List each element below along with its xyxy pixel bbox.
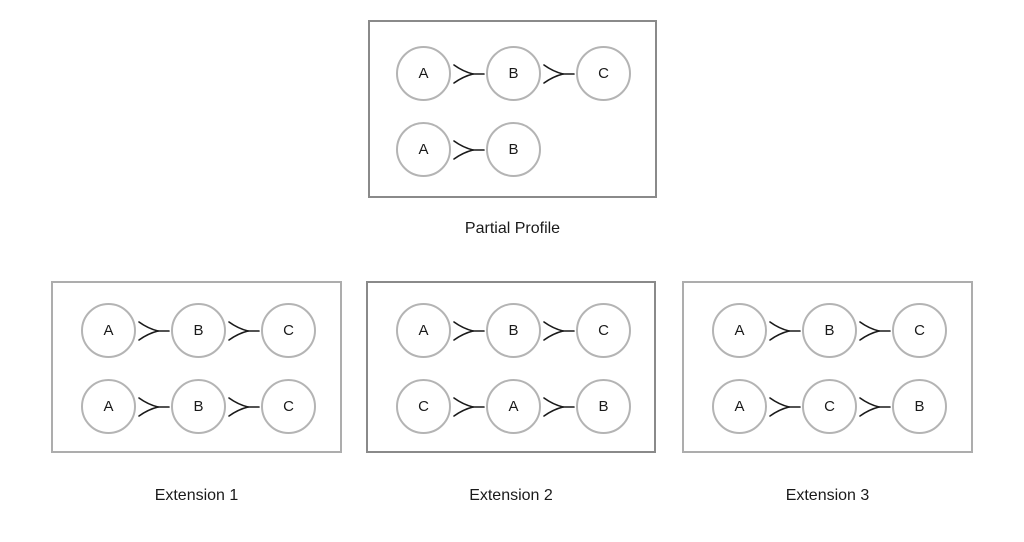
alternative-node-a: A — [396, 303, 451, 358]
succeeds-icon: ≻ — [543, 396, 575, 417]
partial-profile-caption: Partial Profile — [464, 220, 561, 237]
alternative-node-b: B — [171, 303, 226, 358]
partial-profile-group: A≻B≻CA≻B Partial Profile — [368, 20, 657, 238]
alternative-node-b: B — [486, 46, 541, 101]
alternative-node-c: C — [396, 379, 451, 434]
alternative-node-a: A — [396, 122, 451, 177]
preference-row: A≻B≻C — [81, 303, 340, 358]
alternative-node-c: C — [261, 379, 316, 434]
preference-row: A≻B≻C — [396, 303, 654, 358]
extension-1-group: A≻B≻CA≻B≻C Extension 1 — [51, 281, 342, 505]
preference-row: A≻C≻B — [712, 379, 971, 434]
preference-row: A≻B≻C — [712, 303, 971, 358]
extension-2-box: A≻B≻CC≻A≻B — [366, 281, 656, 453]
alternative-node-c: C — [576, 303, 631, 358]
alternative-node-a: A — [81, 303, 136, 358]
alternative-node-b: B — [171, 379, 226, 434]
alternative-node-a: A — [712, 379, 767, 434]
extension-2-rows: A≻B≻CC≻A≻B — [396, 303, 654, 434]
extension-1-caption: Extension 1 — [154, 487, 239, 504]
preference-row: A≻B — [396, 122, 655, 177]
succeeds-icon: ≻ — [859, 396, 891, 417]
succeeds-icon: ≻ — [228, 320, 260, 341]
succeeds-icon: ≻ — [228, 396, 260, 417]
alternative-node-a: A — [81, 379, 136, 434]
succeeds-icon: ≻ — [453, 63, 485, 84]
alternative-node-a: A — [486, 379, 541, 434]
succeeds-icon: ≻ — [453, 396, 485, 417]
alternative-node-b: B — [802, 303, 857, 358]
extension-2-caption: Extension 2 — [469, 487, 553, 504]
succeeds-icon: ≻ — [769, 320, 801, 341]
succeeds-icon: ≻ — [859, 320, 891, 341]
alternative-node-b: B — [486, 122, 541, 177]
succeeds-icon: ≻ — [453, 320, 485, 341]
extension-1-box: A≻B≻CA≻B≻C — [51, 281, 342, 453]
succeeds-icon: ≻ — [769, 396, 801, 417]
alternative-node-c: C — [802, 379, 857, 434]
partial-profile-box: A≻B≻CA≻B — [368, 20, 657, 198]
succeeds-icon: ≻ — [138, 320, 170, 341]
alternative-node-c: C — [576, 46, 631, 101]
partial-profile-rows: A≻B≻CA≻B — [396, 46, 655, 177]
extension-3-box: A≻B≻CA≻C≻B — [682, 281, 973, 453]
extension-3-caption: Extension 3 — [785, 487, 870, 504]
alternative-node-c: C — [892, 303, 947, 358]
alternative-node-b: B — [486, 303, 541, 358]
alternative-node-c: C — [261, 303, 316, 358]
succeeds-icon: ≻ — [543, 63, 575, 84]
extension-1-rows: A≻B≻CA≻B≻C — [81, 303, 340, 434]
alternative-node-a: A — [712, 303, 767, 358]
preference-row: A≻B≻C — [81, 379, 340, 434]
extension-3-rows: A≻B≻CA≻C≻B — [712, 303, 971, 434]
alternative-node-b: B — [576, 379, 631, 434]
succeeds-icon: ≻ — [453, 139, 485, 160]
succeeds-icon: ≻ — [543, 320, 575, 341]
alternative-node-b: B — [892, 379, 947, 434]
preference-row: A≻B≻C — [396, 46, 655, 101]
succeeds-icon: ≻ — [138, 396, 170, 417]
alternative-node-a: A — [396, 46, 451, 101]
preference-row: C≻A≻B — [396, 379, 654, 434]
extension-2-group: A≻B≻CC≻A≻B Extension 2 — [366, 281, 656, 505]
extension-3-group: A≻B≻CA≻C≻B Extension 3 — [682, 281, 973, 505]
